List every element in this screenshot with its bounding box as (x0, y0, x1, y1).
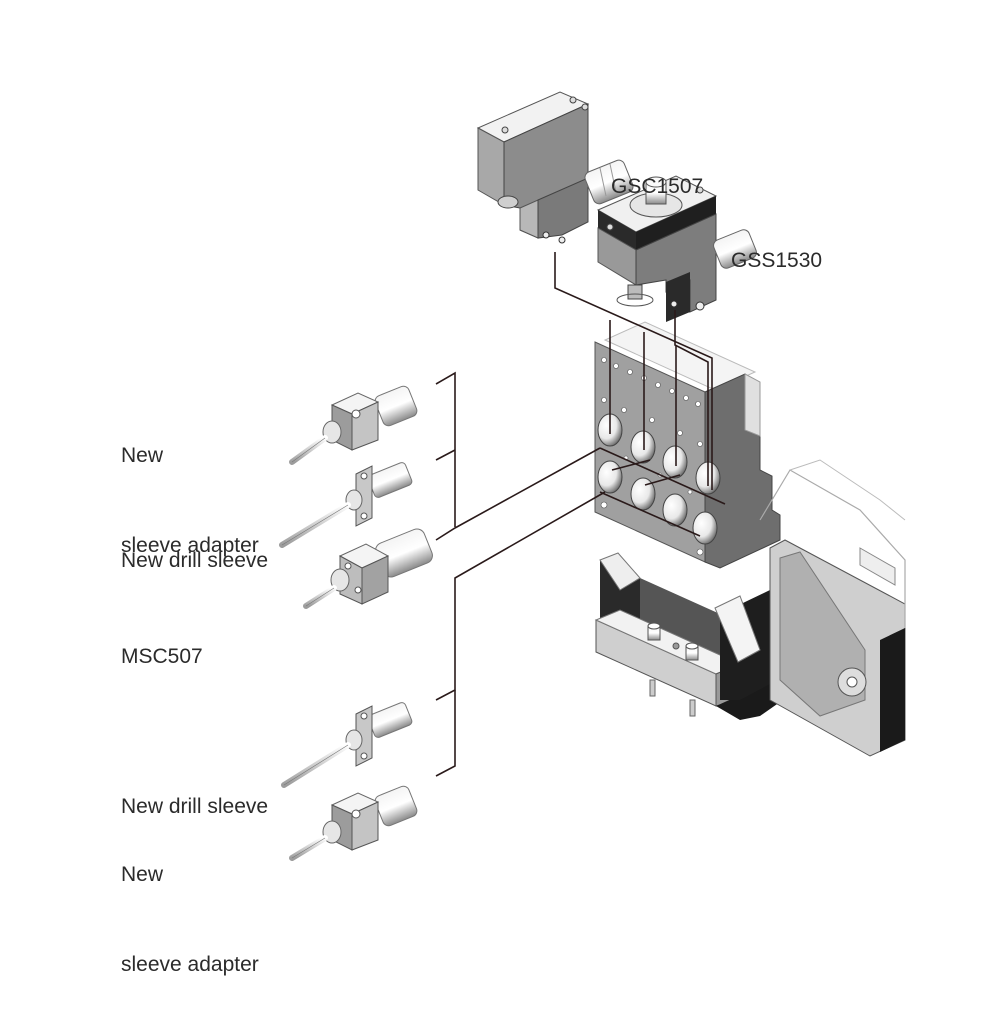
label-sleeve-adapter-top: New sleeve adapter (121, 381, 259, 591)
label-gss1530-text: GSS1530 (731, 249, 823, 272)
label-drill-sleeve-top: New drill sleeve (121, 486, 268, 606)
leader-msc507-to-plate (435, 447, 601, 541)
leader-gsc1507 (554, 252, 713, 490)
gsc1507-spindle-head (476, 91, 634, 244)
leader-tick-sleeve-adapter-bottom (435, 690, 456, 777)
gss1530-spindle-head (596, 175, 757, 322)
sleeve-adapter-top (289, 385, 418, 465)
label-line-2: sleeve adapter (121, 534, 259, 557)
drill-sleeve-top (279, 462, 413, 548)
drill-sleeve-bottom (281, 702, 413, 788)
label-msc507: MSC507 (121, 582, 203, 702)
label-drill-sleeve-top-text: New drill sleeve (121, 549, 269, 572)
label-gsc1507: GSC1507 (611, 112, 703, 232)
leader-tick-drill-sleeve-top (435, 449, 456, 461)
leader-gss1530 (674, 310, 709, 486)
sleeve-adapter-bottom (289, 785, 418, 861)
msc507-spindle (303, 528, 433, 609)
label-line-2: sleeve adapter (121, 953, 259, 976)
tool-holder-plate (594, 321, 781, 569)
label-gsc1507-text: GSC1507 (611, 175, 704, 198)
label-sleeve-adapter-bottom: New sleeve adapter (121, 800, 259, 1010)
leader-lines (435, 252, 726, 777)
label-line-1: New (121, 863, 164, 886)
label-line-1: New (121, 444, 164, 467)
machine-base-housing (594, 459, 906, 757)
label-drill-sleeve-bottom: New drill sleeve (121, 732, 268, 852)
spindle-bores (597, 413, 721, 545)
leader-bracket-upper (435, 371, 456, 527)
label-gss1530: GSS1530 (731, 186, 822, 306)
label-drill-sleeve-bottom-text: New drill sleeve (121, 795, 269, 818)
label-msc507-text: MSC507 (121, 645, 203, 668)
leader-bracket-lower (435, 491, 606, 701)
